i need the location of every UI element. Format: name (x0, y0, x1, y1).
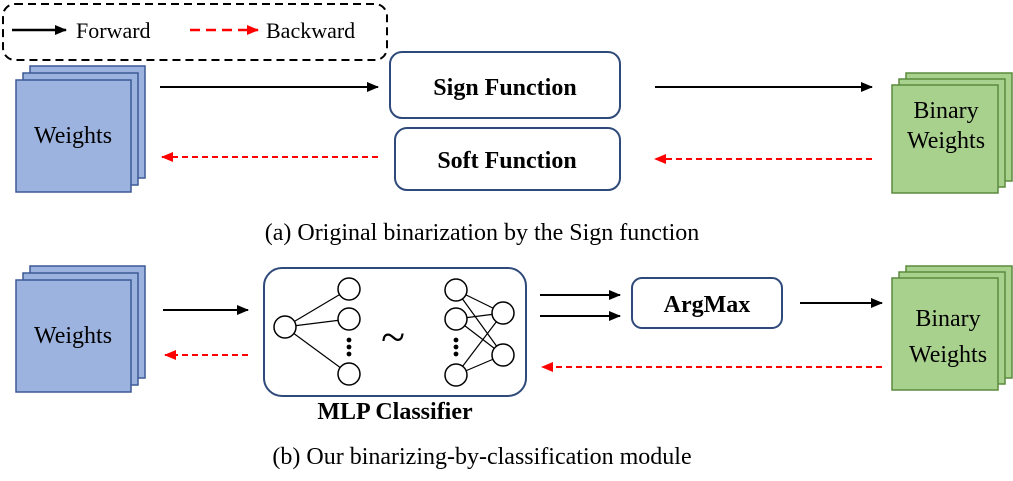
binary-weights-stack-a: Binary Weights (891, 72, 1013, 194)
weights-stack-a: Weights (15, 65, 146, 193)
mlp-network-right (444, 278, 515, 387)
mlp-network-left (273, 277, 361, 386)
tilde-symbol: ~ (381, 313, 405, 362)
sign-function-box (389, 51, 621, 119)
argmax-box (631, 277, 783, 329)
caption-a: (a) Original binarization by the Sign fu… (265, 220, 700, 246)
weights-label-b: Weights (34, 323, 112, 349)
binary-label-b-line1: Binary (915, 306, 980, 332)
sign-function-label: Sign Function (433, 75, 576, 101)
legend-box (2, 3, 388, 61)
argmax-label: ArgMax (664, 292, 751, 318)
legend: Forward Backward (2, 3, 388, 61)
mlp-classifier-label: MLP Classifier (317, 399, 473, 425)
weights-label-a: Weights (34, 123, 112, 149)
forward-label: Forward (76, 18, 151, 43)
binary-label-a-line2: Weights (907, 128, 985, 154)
binary-label-a-line1: Binary (913, 98, 978, 124)
backward-label: Backward (266, 18, 355, 43)
caption-b: (b) Our binarizing-by-classification mod… (272, 444, 691, 470)
binary-weights-stack-b: Binary Weights (891, 265, 1013, 391)
panel-a: Weights Sign Function Soft Function Bina… (15, 51, 1013, 246)
weights-stack-b: Weights (15, 265, 146, 393)
panel-b: Weights ~ (15, 265, 1013, 470)
soft-function-label: Soft Function (437, 148, 576, 174)
binary-label-b-line2: Weights (909, 342, 987, 368)
soft-function-box (394, 127, 621, 191)
